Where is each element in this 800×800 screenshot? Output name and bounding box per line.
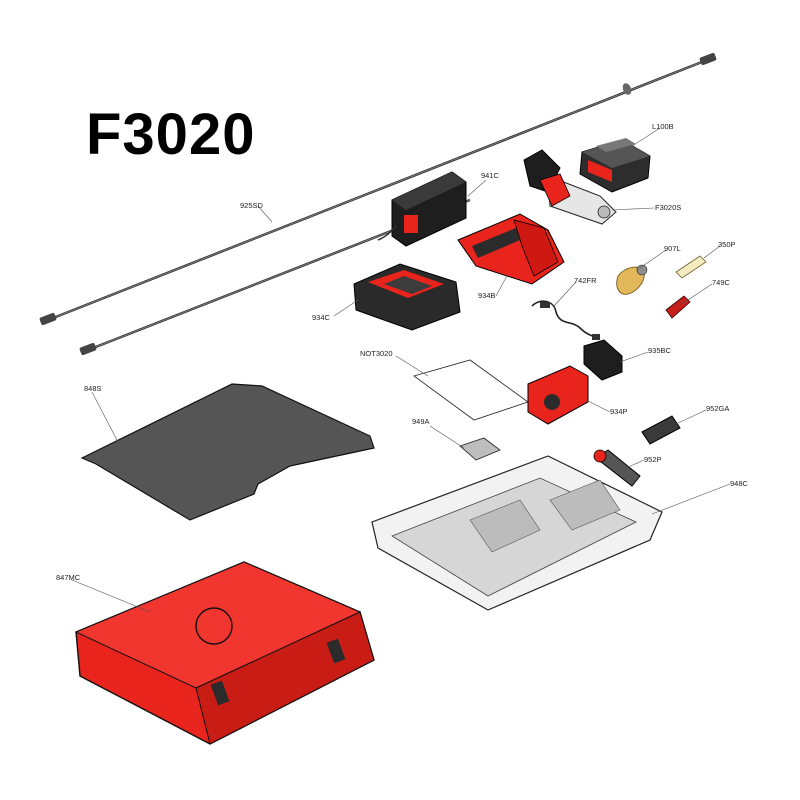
part-949A — [459, 437, 501, 461]
label-941C: 941C — [481, 171, 500, 180]
part-952GA — [641, 415, 681, 445]
label-934P: 934P — [610, 407, 628, 416]
part-labels: 925SD 941C L100B F3020S 934B 907L 350P 7… — [56, 122, 749, 582]
part-907L — [616, 264, 648, 295]
part-941C — [377, 171, 467, 247]
part-948C — [371, 455, 663, 611]
label-F3020S: F3020S — [655, 203, 681, 212]
part-952P — [593, 449, 641, 487]
label-935BC: 935BC — [648, 346, 672, 355]
label-749C: 749C — [712, 278, 731, 287]
part-925SD — [39, 52, 717, 356]
part-F3020S — [523, 149, 617, 225]
part-934P — [527, 365, 589, 425]
label-949A: 949A — [412, 417, 430, 426]
label-934C: 934C — [312, 313, 331, 322]
label-952P: 952P — [644, 455, 662, 464]
label-934B: 934B — [478, 291, 496, 300]
label-350P: 350P — [718, 240, 736, 249]
diagram-title: F3020 — [86, 102, 256, 167]
part-L100B — [579, 138, 651, 193]
leader-lines — [71, 127, 731, 613]
part-742FR — [531, 300, 600, 340]
part-934B — [457, 213, 565, 285]
label-948C: 948C — [730, 479, 749, 488]
part-749C — [665, 295, 691, 319]
label-L100B: L100B — [652, 122, 674, 131]
part-934C — [353, 263, 461, 331]
label-907L: 907L — [664, 244, 681, 253]
label-848S: 848S — [84, 384, 102, 393]
label-NOT3020: NOT3020 — [360, 349, 393, 358]
label-847MC: 847MC — [56, 573, 81, 582]
part-848S — [80, 383, 375, 521]
part-935BC — [583, 339, 623, 381]
part-350P — [675, 255, 707, 279]
label-925SD: 925SD — [240, 201, 264, 210]
label-742FR: 742FR — [574, 276, 597, 285]
label-952GA: 952GA — [706, 404, 729, 413]
part-847MC — [74, 561, 375, 745]
part-NOT3020 — [413, 359, 529, 421]
